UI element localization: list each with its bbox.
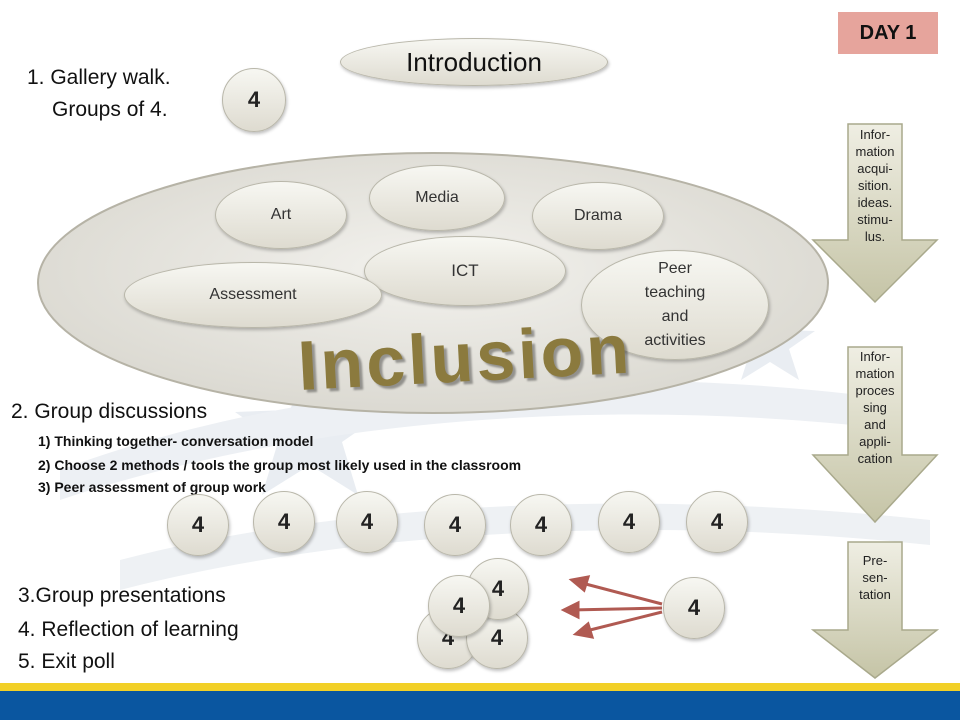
- stage-label-line: Infor-: [859, 127, 891, 142]
- discussion-point: 1) Thinking together- conversation model: [38, 433, 314, 449]
- group-circle: 4: [598, 491, 660, 553]
- group-circle-gallery: 4: [222, 68, 286, 132]
- stage-label-processing: Infor- mation proces sing and appli- cat…: [835, 348, 915, 467]
- swoosh-decoration: [60, 380, 900, 500]
- step-gallery-walk: 1. Gallery walk.: [27, 66, 171, 89]
- step-exit-poll: 5. Exit poll: [18, 650, 115, 673]
- group-circle: 4: [336, 491, 398, 553]
- stage-arrow-acquisition: [811, 123, 939, 304]
- discussion-point: 3) Peer assessment of group work: [38, 479, 266, 495]
- stage-label-line: proces: [855, 383, 895, 398]
- discussion-point: 2) Choose 2 methods / tools the group mo…: [38, 457, 522, 473]
- stage-label-line: stimu-: [857, 212, 893, 227]
- step-gallery-groups: Groups of 4.: [52, 98, 168, 121]
- topic-assessment: Assessment: [124, 262, 382, 328]
- stage-label-line: sen-: [862, 570, 888, 585]
- topic-peer-teaching: Peer teaching and activities: [581, 250, 769, 360]
- introduction-label: Introduction: [340, 38, 608, 86]
- group-circle-presenter: 4: [663, 577, 725, 639]
- group-circle-cluster: 4: [428, 575, 490, 637]
- stage-label-presentation: Pre- sen- tation: [835, 552, 915, 603]
- topic-ict: ICT: [364, 236, 566, 306]
- topic-drama: Drama: [532, 182, 664, 250]
- stage-label-line: acqui-: [857, 161, 893, 176]
- stage-label-line: and: [864, 417, 886, 432]
- stage-label-line: Pre-: [862, 553, 888, 568]
- step-group-presentations: 3.Group presentations: [18, 584, 226, 607]
- topic-media: Media: [369, 165, 505, 231]
- day-badge: DAY 1: [838, 12, 938, 54]
- stage-label-line: sition.: [858, 178, 892, 193]
- stage-arrow-presentation: [810, 541, 940, 679]
- stage-label-line: lus.: [864, 229, 886, 244]
- topic-peer-line: teaching: [644, 284, 706, 301]
- stage-label-line: mation: [855, 144, 895, 159]
- stage-label-line: sing: [863, 400, 887, 415]
- stage-label-line: Infor-: [859, 349, 891, 364]
- presentation-arrows: [560, 575, 663, 639]
- topic-art: Art: [215, 181, 347, 249]
- footer-stripe-yellow: [0, 683, 960, 691]
- stage-label-line: cation: [857, 451, 893, 466]
- footer-bar-blue: [0, 691, 960, 720]
- stage-label-line: ideas.: [857, 195, 893, 210]
- step-reflection: 4. Reflection of learning: [18, 618, 239, 641]
- group-circle: 4: [253, 491, 315, 553]
- group-circle: 4: [167, 494, 229, 556]
- step-group-discussions: 2. Group discussions: [11, 400, 208, 423]
- stage-arrow-processing: [811, 346, 939, 524]
- stage-label-line: mation: [855, 366, 895, 381]
- stage-label-line: tation: [859, 587, 891, 602]
- topic-peer-line: and: [661, 308, 689, 325]
- group-circle: 4: [686, 491, 748, 553]
- group-circle: 4: [510, 494, 572, 556]
- topic-peer-line: Peer: [658, 260, 692, 277]
- stage-label-line: appli-: [859, 434, 891, 449]
- stage-label-acquisition: Infor- mation acqui- sition. ideas. stim…: [835, 126, 915, 245]
- topic-peer-line: activities: [644, 332, 706, 349]
- group-circle: 4: [424, 494, 486, 556]
